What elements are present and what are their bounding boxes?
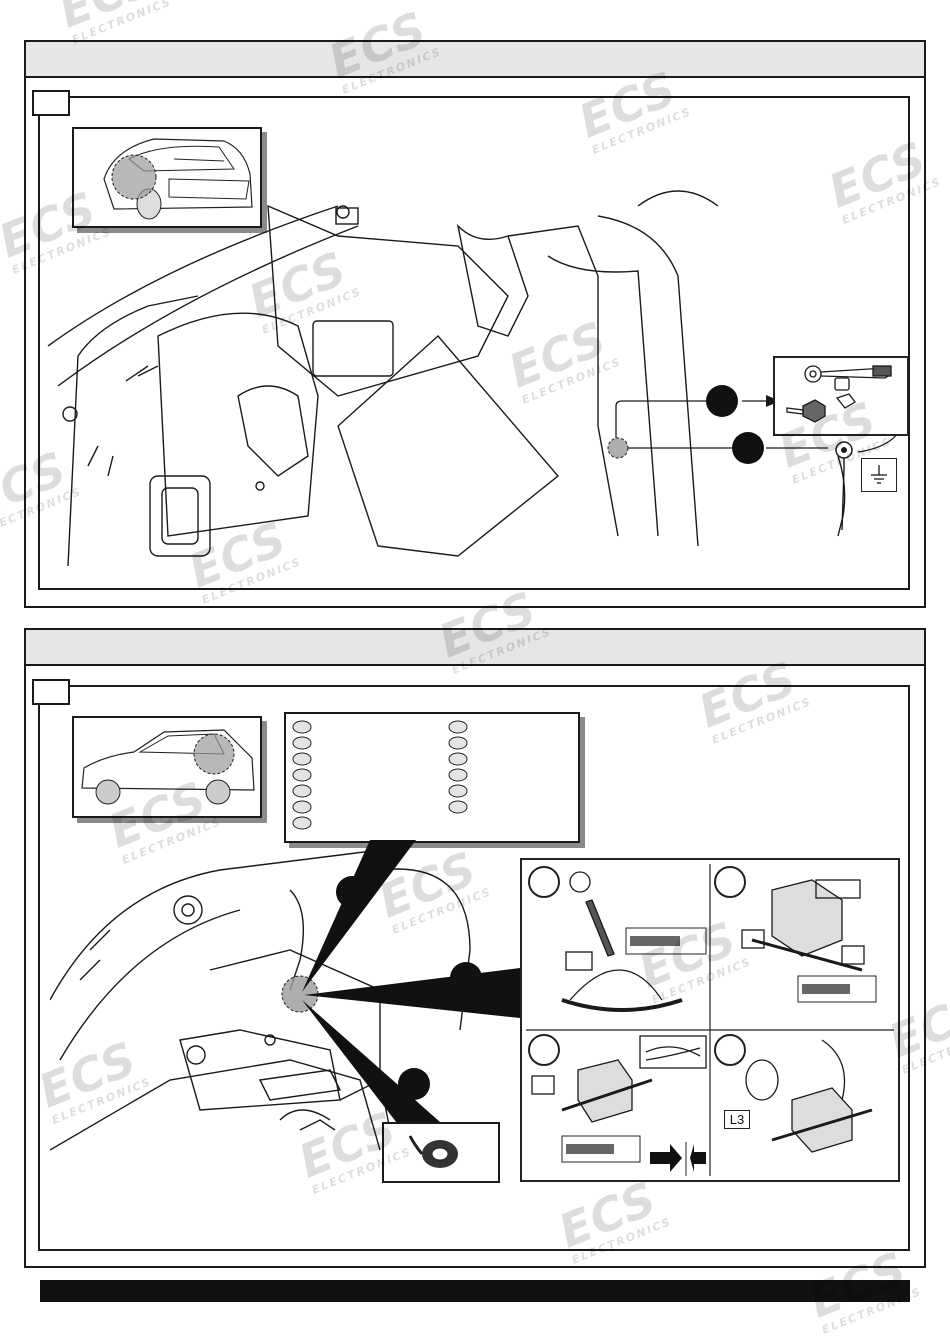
substep-d-marker <box>714 1034 746 1066</box>
side-car-illustration <box>81 729 255 805</box>
callout-badge-b <box>450 962 482 994</box>
substep-c-marker <box>528 1034 560 1066</box>
rear-wiring-area-drawing <box>50 849 471 1151</box>
step-badge-2 <box>732 432 764 464</box>
cutter-length-label: L3 <box>724 1110 750 1129</box>
substep-b-marker <box>714 866 746 898</box>
rear-car-illustration <box>103 138 253 220</box>
ground-symbol-box <box>861 458 897 492</box>
bolt-wrench-icon <box>786 365 893 423</box>
step-badge-1 <box>706 385 738 417</box>
wire-color-legend <box>284 712 580 843</box>
top-panel-frame <box>38 96 910 590</box>
insulation-tape-box <box>382 1122 500 1183</box>
ground-icon <box>871 465 887 484</box>
detail-dividers <box>526 864 894 1176</box>
top-panel-header <box>26 42 924 78</box>
tape-roll-icon <box>408 1135 458 1168</box>
page-footer-bar <box>40 1280 910 1302</box>
bottom-step-number-tab <box>32 679 70 705</box>
car-location-thumbnail-top <box>72 127 262 228</box>
legend-dots <box>292 720 468 830</box>
bottom-panel-header <box>26 630 924 666</box>
car-location-thumbnail-bottom <box>72 716 262 818</box>
top-step-number-tab <box>32 90 70 116</box>
trunk-side-panel-drawing <box>47 190 906 567</box>
connection-detail-box <box>520 858 900 1182</box>
bottom-panel-frame <box>38 685 910 1251</box>
ring-terminal-icon <box>835 441 853 530</box>
callout-badge-a <box>336 876 368 908</box>
callout-badge-c <box>398 1068 430 1100</box>
bolt-and-wrench-box <box>773 356 909 436</box>
substep-a-marker <box>528 866 560 898</box>
